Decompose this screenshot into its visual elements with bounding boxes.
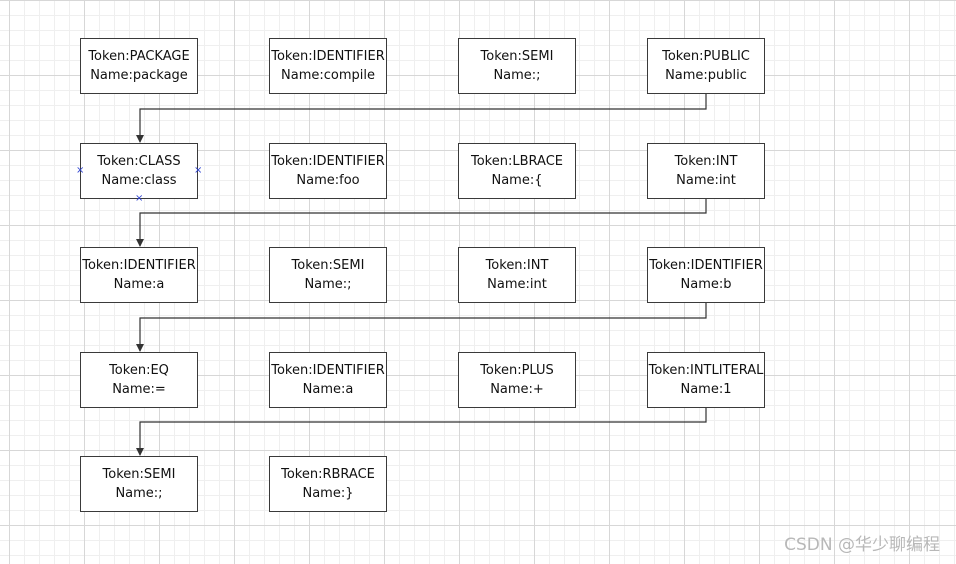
token-box[interactable]: Token:RBRACE Name:} [269, 456, 387, 512]
selection-handle[interactable]: × [194, 165, 203, 176]
token-name-label: Name:a [113, 277, 165, 292]
token-box[interactable]: Token:IDENTIFIER Name:a [269, 352, 387, 408]
token-type-label: Token:IDENTIFIER [82, 258, 196, 273]
token-box[interactable]: Token:IDENTIFIER Name:compile [269, 38, 387, 94]
token-name-label: Name:int [487, 277, 547, 292]
token-name-label: Name:{ [491, 173, 543, 188]
token-box[interactable]: Token:INTLITERAL Name:1 [647, 352, 765, 408]
token-name-label: Name:compile [281, 68, 375, 83]
token-name-label: Name:int [676, 173, 736, 188]
token-type-label: Token:RBRACE [281, 467, 375, 482]
token-box[interactable]: Token:LBRACE Name:{ [458, 143, 576, 199]
token-name-label: Name:; [304, 277, 352, 292]
token-name-label: Name:1 [680, 382, 732, 397]
token-type-label: Token:INT [674, 154, 738, 169]
token-type-label: Token:PUBLIC [662, 49, 750, 64]
token-name-label: Name:public [665, 68, 747, 83]
token-type-label: Token:INTLITERAL [648, 363, 764, 378]
token-type-label: Token:SEMI [291, 258, 365, 273]
watermark: CSDN @华少聊编程 [784, 535, 940, 555]
token-name-label: Name:; [493, 68, 541, 83]
token-box[interactable]: Token:IDENTIFIER Name:foo [269, 143, 387, 199]
token-box[interactable]: Token:IDENTIFIER Name:a [80, 247, 198, 303]
token-type-label: Token:SEMI [102, 467, 176, 482]
token-name-label: Name:= [112, 382, 166, 397]
connector-arrow [136, 408, 707, 456]
token-box[interactable]: Token:INT Name:int [647, 143, 765, 199]
token-name-label: Name:; [115, 486, 163, 501]
token-type-label: Token:EQ [109, 363, 169, 378]
token-name-label: Name:+ [490, 382, 544, 397]
connector-arrow [136, 199, 707, 247]
selection-handle[interactable]: × [135, 193, 144, 204]
token-type-label: Token:CLASS [97, 154, 181, 169]
token-box[interactable]: Token:EQ Name:= [80, 352, 198, 408]
token-box[interactable]: Token:PLUS Name:+ [458, 352, 576, 408]
token-box[interactable]: Token:PUBLIC Name:public [647, 38, 765, 94]
token-name-label: Name:class [101, 173, 177, 188]
token-box[interactable]: Token:INT Name:int [458, 247, 576, 303]
token-box[interactable]: Token:PACKAGE Name:package [80, 38, 198, 94]
token-type-label: Token:PLUS [480, 363, 554, 378]
token-box[interactable]: Token:SEMI Name:; [458, 38, 576, 94]
token-name-label: Name:a [302, 382, 354, 397]
token-box[interactable]: Token:CLASS Name:class [80, 143, 198, 199]
connector-arrow [136, 303, 707, 352]
token-name-label: Name:} [302, 486, 354, 501]
token-name-label: Name:b [680, 277, 732, 292]
token-name-label: Name:foo [296, 173, 360, 188]
token-type-label: Token:SEMI [480, 49, 554, 64]
token-type-label: Token:IDENTIFIER [271, 49, 385, 64]
connector-arrow [136, 94, 707, 143]
token-type-label: Token:PACKAGE [88, 49, 190, 64]
token-type-label: Token:LBRACE [471, 154, 563, 169]
token-type-label: Token:INT [485, 258, 549, 273]
token-type-label: Token:IDENTIFIER [271, 154, 385, 169]
token-box[interactable]: Token:SEMI Name:; [80, 456, 198, 512]
selection-handle[interactable]: × [76, 165, 85, 176]
token-type-label: Token:IDENTIFIER [649, 258, 763, 273]
token-box[interactable]: Token:IDENTIFIER Name:b [647, 247, 765, 303]
token-box[interactable]: Token:SEMI Name:; [269, 247, 387, 303]
token-name-label: Name:package [90, 68, 188, 83]
token-type-label: Token:IDENTIFIER [271, 363, 385, 378]
